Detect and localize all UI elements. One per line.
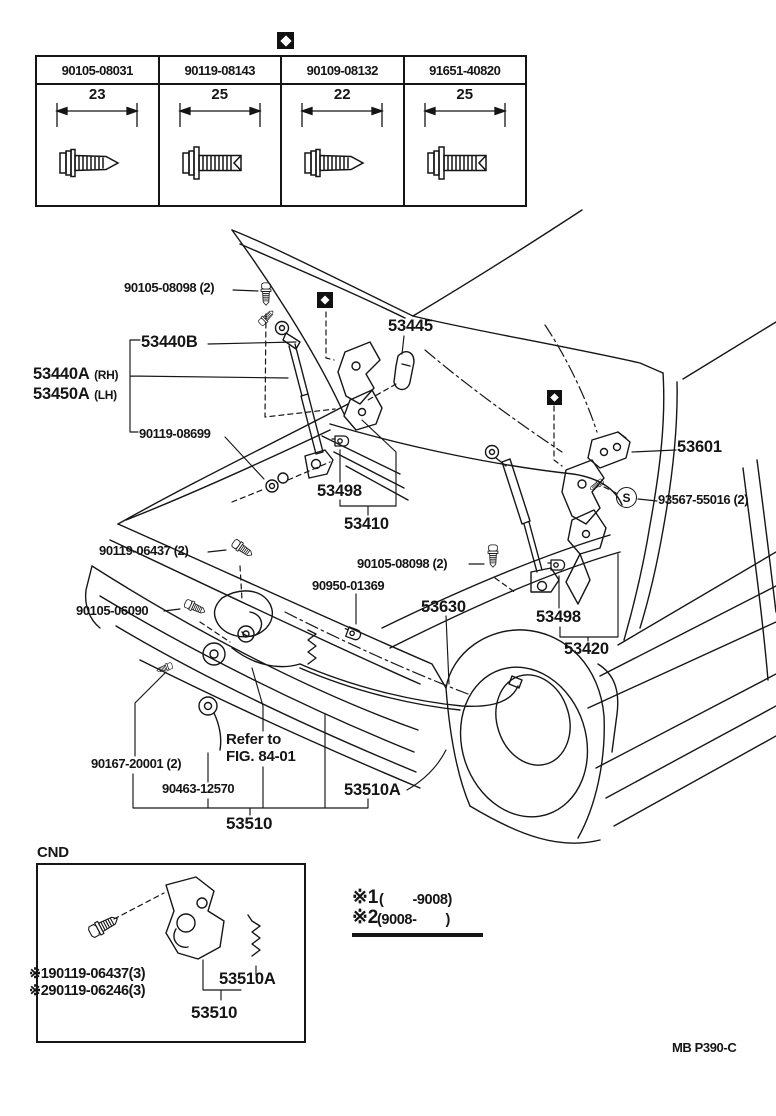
fastener-drawing: 25 [405, 85, 526, 205]
label-90950-01369: 90950-01369 [312, 578, 385, 593]
hood-stopper-53445 [393, 351, 415, 391]
legend-mark-2: ※2 [352, 907, 379, 928]
label-90463-12570: 90463-12570 [162, 781, 235, 796]
main-diagram [84, 209, 776, 844]
hood-support-left [257, 307, 334, 479]
label-90167-20001: 90167-20001 (2) [91, 756, 182, 771]
label-90119-06437: 90119-06437 (2) [99, 543, 189, 558]
cnd-label-53510: 53510 [191, 1003, 238, 1022]
label-53450A-num: 53450A [33, 385, 90, 403]
legend-range-1: ( -9008) [379, 892, 452, 908]
fastener-part-number: 91651-40820 [404, 57, 525, 85]
fastener-column: 90119-08143 25 [159, 57, 282, 205]
label-53450A-side: (LH) [94, 388, 117, 402]
fastener-column: 90105-08031 23 [37, 57, 160, 205]
cnd-title: CND [37, 844, 69, 861]
hood-hinge-left [265, 341, 383, 493]
fastener-drawing: 23 [37, 85, 158, 205]
page-code: MB P390-C [672, 1040, 737, 1055]
cnd-inset-box [36, 863, 306, 1043]
label-53440A-num: 53440A [33, 365, 90, 383]
fastener-drawing: 22 [282, 85, 403, 205]
cnd-note-1: ※190119-06437(3) [29, 966, 146, 982]
legend-mark-1: ※1 [352, 887, 379, 908]
label-90105-08098-top: 90105-08098 (2) [124, 280, 215, 295]
label-53410: 53410 [344, 515, 389, 533]
diamond-markers [317, 292, 562, 405]
label-53630: 53630 [421, 598, 466, 616]
label-53498-right: 53498 [536, 608, 581, 626]
bolt-icon [300, 103, 384, 178]
bolt-icon [422, 103, 507, 180]
label-53601: 53601 [677, 438, 722, 456]
label-53450A: 53450A (LH) [33, 385, 117, 404]
fastener-part-number: 90105-08031 [37, 57, 158, 85]
bolt-icon [177, 103, 262, 180]
hood-hook-53601 [587, 431, 631, 493]
label-refer-line2: FIG. 84-01 [226, 748, 296, 765]
cnd-diagram [86, 876, 261, 1001]
cnd-hidden-lines [113, 892, 165, 920]
cnd-label-53510A: 53510A [219, 970, 276, 988]
fastener-part-number: 90109-08132 [282, 57, 403, 85]
label-90105-06090: 90105-06090 [76, 603, 149, 618]
fastener-drawing: 25 [160, 85, 281, 205]
legend-range-2: (9008- ) [377, 912, 450, 928]
label-90105-08098-right: 90105-08098 (2) [357, 556, 448, 571]
label-90119-08699: 90119-08699 [139, 426, 211, 441]
standard-part-symbol: S [616, 487, 637, 508]
label-refer-line1: Refer to [226, 731, 282, 748]
release-cable-53630 [299, 663, 523, 711]
fastener-length: 25 [456, 86, 474, 103]
fastener-table: 90105-08031 23 90119-08143 25 [35, 55, 527, 207]
hood-support-right [484, 444, 560, 593]
diamond-marker-icon [277, 32, 294, 49]
fastener-column: 91651-40820 25 [404, 57, 526, 205]
fastener-length: 25 [211, 86, 229, 103]
bolt-icon [55, 103, 139, 178]
hood-lock-assembly [155, 590, 363, 751]
label-53420: 53420 [564, 640, 609, 658]
label-53440A-side: (RH) [94, 368, 119, 382]
legend-underline [352, 933, 483, 937]
fastener-length: 22 [333, 86, 351, 103]
label-53440B: 53440B [141, 333, 198, 351]
hood-hinge-right [547, 459, 607, 605]
cnd-lock-assembly [86, 876, 261, 960]
label-53510A: 53510A [344, 781, 401, 799]
label-53445: 53445 [388, 317, 433, 335]
label-53440A: 53440A (RH) [33, 365, 119, 384]
leader-lines [129, 289, 677, 816]
phantom-lines [284, 324, 598, 695]
fastener-part-number: 90119-08143 [159, 57, 280, 85]
fastener-column: 90109-08132 22 [282, 57, 405, 205]
car-body-outline [84, 209, 776, 844]
fastener-length: 23 [88, 86, 106, 103]
label-53498-left: 53498 [317, 482, 362, 500]
label-53510: 53510 [226, 814, 273, 833]
fastener-glyphs [182, 282, 499, 617]
cnd-note-2: ※290119-06246(3) [29, 983, 146, 999]
label-93567-55016: 93567-55016 (2) [658, 492, 749, 507]
cnd-leader-lines [202, 959, 257, 1001]
hidden-lines [199, 311, 619, 643]
